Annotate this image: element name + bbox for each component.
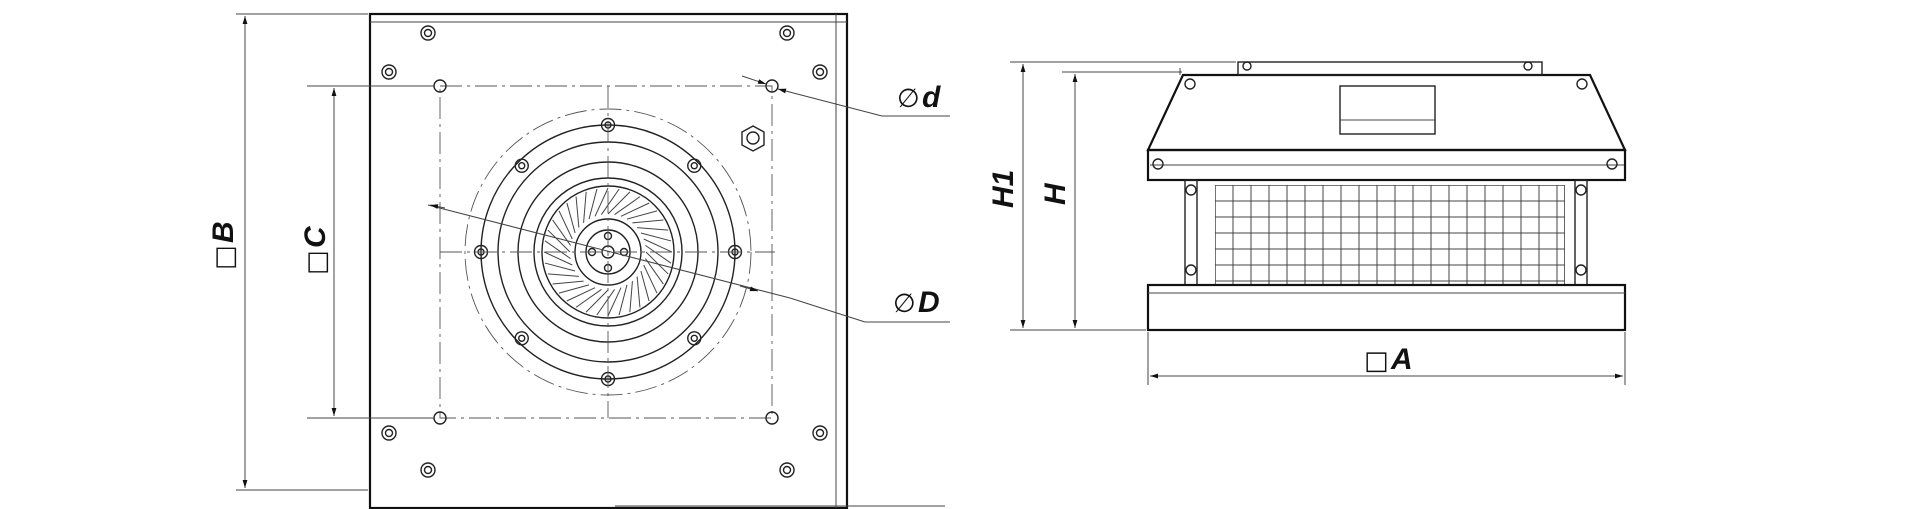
dim-A: □ A [1147, 332, 1626, 385]
dim-A-symbol: □ [1364, 346, 1389, 376]
label-plate [1339, 85, 1436, 135]
dim-H1: H1 [987, 61, 1236, 331]
dim-d-label: d [922, 81, 941, 114]
dim-C-label: C [299, 225, 332, 248]
corner-bolts [381, 25, 828, 478]
dim-d: ∅ d [741, 75, 950, 117]
dim-H1-label: H1 [987, 170, 1020, 208]
dim-H: H [1039, 71, 1182, 328]
top-view: □ B □ C ∅ d ∅ D [207, 12, 950, 509]
dim-B: □ B [207, 13, 368, 491]
dim-B-symbol: □ [210, 245, 240, 270]
dim-A-label: A [1390, 343, 1413, 376]
side-view: H1 H □ A [987, 61, 1627, 385]
dim-D: ∅ D [427, 204, 950, 323]
dim-B-label: B [207, 221, 240, 243]
dim-d-symbol: ∅ [897, 84, 920, 114]
dim-D-label: D [918, 286, 940, 319]
impeller-blades [543, 187, 673, 317]
grille [1215, 185, 1565, 285]
base-curb [1146, 283, 1627, 332]
dim-H-label: H [1039, 182, 1072, 205]
base-plate [368, 12, 849, 509]
dim-C-symbol: □ [302, 250, 332, 275]
dim-D-symbol: ∅ [893, 289, 916, 319]
cable-gland [741, 125, 765, 152]
dim-C: □ C [299, 85, 435, 419]
